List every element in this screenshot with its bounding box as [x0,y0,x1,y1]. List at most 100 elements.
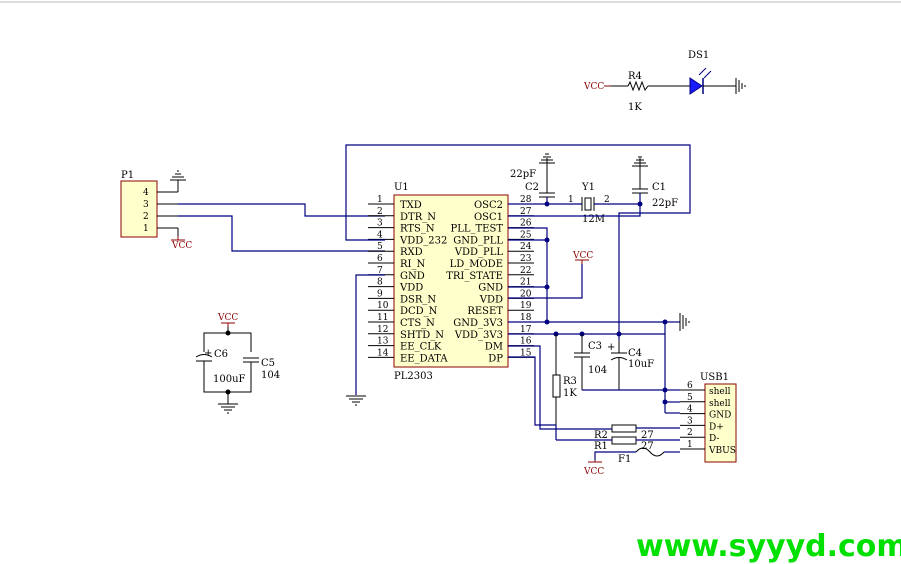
c5-value: 104 [261,370,280,381]
c5-designator: C5 [261,358,275,369]
usb1-pin-num-4: 4 [687,405,693,415]
usb1-pin-name-3: D+ [709,422,724,432]
usb1-pin-num-6: 6 [687,381,693,391]
u1-pin-num-14: 14 [377,348,389,358]
led-ds1 [689,77,703,95]
u1-pin-name-26: PLL_TEST [451,224,504,235]
u1-pin-num-10: 10 [377,301,389,311]
r4-designator: R4 [628,71,642,82]
vcc-label-u1: VCC [572,251,593,261]
crystal-circuit: 22pF C2 C1 22pF Y1 1 2 12M [510,153,678,225]
usb1-pin-name-5: shell [709,399,731,409]
u1-pin-num-5: 5 [377,242,383,252]
c3-value: 104 [588,365,607,376]
u1-pin-num-21: 21 [520,278,531,288]
r4-value: 1K [628,102,642,113]
u1-body [393,194,509,368]
u1-designator: U1 [394,182,409,193]
f1-designator: F1 [618,454,631,465]
u1-pin-name-2: DTR_N [400,212,436,223]
fuse-f1: F1 VCC [583,447,680,477]
u1-pin-name-10: DCD_N [400,306,438,317]
u1-pin-name-4: VDD_232 [399,235,447,246]
usb1-pin-num-5: 5 [687,393,693,403]
capacitor-c3: C3 104 [574,334,607,390]
usb1-pin-name-2: D- [709,434,719,444]
u1-pin-num-24: 24 [520,242,532,252]
u1-pin-name-14: EE_DATA [400,353,448,364]
r2-value: 27 [641,430,654,441]
wire-p1-rxd [178,215,385,252]
u1-pin-num-3: 3 [377,219,383,229]
u1-pin-name-8: VDD [399,283,423,294]
capacitor-c4: + C4 10uF [607,340,654,390]
u1-pin-name-15: DP [488,353,503,364]
wire-gnd-bus [508,227,548,322]
usb1-pin-name-4: GND [709,411,731,421]
u1-part-number: PL2303 [394,371,433,382]
u1-pin-name-5: RXD [400,247,423,258]
svg-text:+: + [607,342,615,353]
u1-pin-num-16: 16 [520,337,532,347]
u1-pin-name-27: OSC1 [474,212,503,223]
u1-pin-name-22: TRI_STATE [446,271,503,282]
u1-pin-name-19: RESET [467,306,503,317]
resistor-r3: R3 1K [552,334,577,425]
u1-right-pins: 28OSC227OSC126PLL_TEST25GND_PLL24VDD_PLL… [446,195,534,364]
u1-pin-num-20: 20 [520,289,532,299]
c2-value: 22pF [510,169,536,180]
p1-pin-1: 1 [143,224,149,234]
ds1-designator: DS1 [688,50,709,61]
u1-pin-num-11: 11 [377,313,388,323]
vcc-label-led: VCC [583,82,604,92]
wire-p1-txd [178,203,385,217]
vcc-label-f1: VCC [583,467,604,477]
u1-pin-name-7: GND [400,271,425,282]
usb1-body [704,383,737,463]
wire-osc1 [508,193,641,217]
p1-pin-2: 2 [143,212,149,222]
led-circuit: VCC R4 1K DS1 [583,50,746,113]
y1-value: 12M [582,214,605,225]
u1-pin-name-12: SHTD_N [400,330,444,341]
c1-value: 22pF [652,198,678,209]
u1-pin-name-13: EE_CLK [400,342,442,353]
u1-pin-num-27: 27 [520,207,532,217]
c2-designator: C2 [525,182,539,193]
c6-designator: C6 [214,349,228,360]
power-filter: VCC + C6 C5 100uF 104 [195,313,280,414]
connector-p1: P1 4 3 2 1 VCC [120,170,192,251]
r1-value: 27 [641,441,654,452]
u1-pin-num-17: 17 [520,325,532,335]
u1-pin-num-13: 13 [377,337,389,347]
r1-designator: R1 [594,441,608,452]
c4-designator: C4 [628,348,642,359]
u1-pin-name-25: GND_PLL [453,235,503,246]
usb1-pin-name-6: shell [709,387,731,397]
u1-pin-num-22: 22 [520,266,531,276]
usb1-designator: USB1 [700,372,729,383]
u1-pin-name-20: VDD [479,294,503,305]
y1-pin-2: 2 [604,195,610,205]
u1-pin-name-11: CTS_N [400,318,435,329]
usb1-pin-name-1: VBUS [708,446,736,456]
u1-pin-name-24: VDD_PLL [454,247,504,258]
r2-designator: R2 [594,430,608,441]
c4-value: 10uF [628,359,654,370]
c3-designator: C3 [588,341,602,352]
svg-text:+: + [204,348,212,359]
u1-pin-num-18: 18 [520,313,532,323]
wire-vdd232-loop [345,144,691,241]
u1-pin-name-3: RTS_N [400,224,435,235]
usb1-pin-num-1: 1 [687,440,693,450]
wire-dm [508,345,610,430]
wire-u1-gnd [355,274,385,395]
u1-pin-num-28: 28 [520,195,532,205]
c6-value: 100uF [213,374,246,385]
y1-designator: Y1 [581,182,595,193]
